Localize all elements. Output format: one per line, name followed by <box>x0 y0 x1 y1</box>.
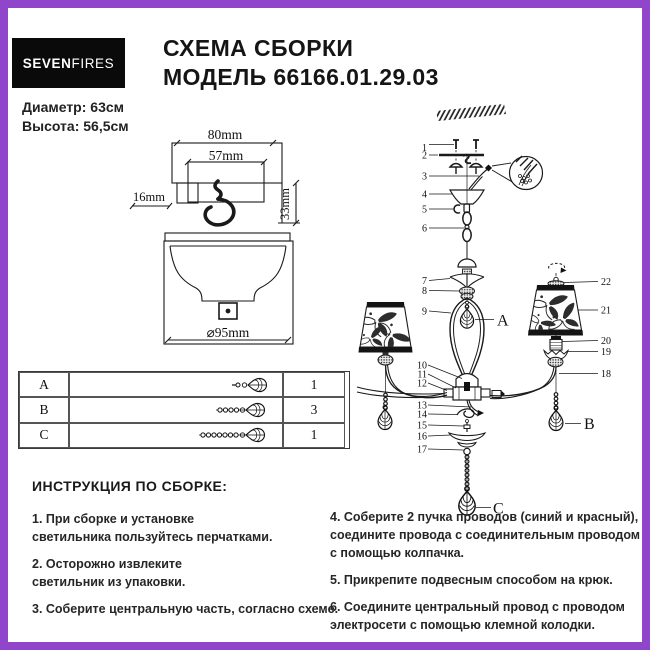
part-label-11: 11 <box>417 370 427 381</box>
parts-table: A 1 B <box>18 371 350 449</box>
leader-lines <box>427 144 599 508</box>
part-qty-c: 1 <box>283 422 345 448</box>
part-label-16: 16 <box>417 432 427 443</box>
crystal-label-a: A <box>497 313 509 330</box>
left-shade <box>358 302 413 366</box>
right-pendant-chain <box>548 367 564 432</box>
part-letter-c: C <box>19 422 69 448</box>
crystal-label-c: C <box>493 501 504 518</box>
spec-diameter: Диаметр: 63см <box>22 99 124 115</box>
dim-mount-outer: 80mm <box>208 127 243 142</box>
part-label-8: 8 <box>422 286 427 297</box>
part-label-13: 13 <box>417 401 427 412</box>
dim-mount-height: 33mm <box>278 188 292 220</box>
ceiling-hook-glyph <box>203 179 236 227</box>
spec-height: Высота: 56,5см <box>22 118 129 134</box>
left-arm <box>356 364 448 399</box>
chain <box>462 211 472 259</box>
part-label-7: 7 <box>422 276 427 287</box>
page-title: СХЕМА СБОРКИ МОДЕЛЬ 66166.01.29.03 <box>163 34 439 92</box>
part-label-20: 20 <box>601 336 611 347</box>
technical-drawings: 80mm 57mm 16mm 33mm <box>129 127 300 345</box>
instructions-heading: ИНСТРУКЦИЯ ПО СБОРКЕ: <box>32 478 228 494</box>
bottom-bowl <box>447 431 487 448</box>
ceiling-hatch <box>436 104 506 121</box>
dim-shade-diameter: ⌀95mm <box>207 325 250 340</box>
mounting-bar <box>439 153 484 165</box>
crystal-label-b: B <box>584 416 595 433</box>
part-letter-b: B <box>19 397 69 423</box>
instruction-step-4: 4. Соберите 2 пучка проводов (синий и кр… <box>330 510 641 560</box>
part-image-c <box>69 422 283 448</box>
crystal-c-chain <box>458 454 476 516</box>
part-label-3: 3 <box>422 172 427 183</box>
right-shade <box>528 262 583 338</box>
part-label-1: 1 <box>422 143 427 154</box>
dim-mount-inner: 57mm <box>209 148 244 163</box>
right-arm <box>489 366 557 400</box>
part-label-6: 6 <box>422 224 427 235</box>
bottom-finial-ball <box>463 447 471 456</box>
brand-logo-seven: SEVEN <box>22 55 72 71</box>
right-knurled-ball <box>547 356 564 368</box>
instruction-step-6: 6. Соедините центральный провод с провод… <box>330 600 625 632</box>
part-label-18: 18 <box>601 369 611 380</box>
part-qty-b: 3 <box>283 397 345 423</box>
part-label-22: 22 <box>601 277 611 288</box>
title-line-1: СХЕМА СБОРКИ <box>163 35 354 61</box>
part-image-a <box>69 372 283 398</box>
wiring-detail-callout <box>491 155 544 191</box>
part-label-19: 19 <box>601 347 611 358</box>
brand-logo-fires: FIRES <box>71 55 115 71</box>
left-pendant-chain <box>377 365 393 431</box>
spring-hook <box>456 408 475 419</box>
chandelier-diagram: 1 2 3 4 5 6 7 8 9 10 11 12 13 14 15 16 1… <box>356 104 611 518</box>
hub-wires <box>466 399 484 417</box>
part-label-10: 10 <box>417 361 427 372</box>
lamp-socket <box>549 336 563 351</box>
part-label-9: 9 <box>422 307 427 318</box>
instruction-step-2: 2. Осторожно извлеките светильник из упа… <box>32 557 186 589</box>
instructions-left-column: 1. При сборке и установке светильника по… <box>32 510 338 627</box>
part-label-4: 4 <box>422 190 427 201</box>
bobeche-saucer <box>449 273 485 289</box>
toggle-anchors <box>448 162 484 174</box>
knurled-nuts <box>459 286 475 301</box>
title-line-2: МОДЕЛЬ 66166.01.29.03 <box>163 64 439 90</box>
dim-mount-offset: 16mm <box>133 190 165 204</box>
part-label-15: 15 <box>417 421 427 432</box>
part-label-2: 2 <box>422 151 427 162</box>
part-letter-a: A <box>19 372 69 398</box>
hanging-wire <box>468 164 493 191</box>
part-label-5: 5 <box>422 205 427 216</box>
part-qty-a: 1 <box>283 372 345 398</box>
part-label-12: 12 <box>417 379 427 390</box>
instruction-step-1: 1. При сборке и установке светильника по… <box>32 512 273 544</box>
part-label-17: 17 <box>417 445 427 456</box>
part-image-b <box>69 397 283 423</box>
part-label-14: 14 <box>417 410 427 421</box>
part-label-21: 21 <box>601 306 611 317</box>
crystal-a <box>459 300 475 329</box>
central-hub <box>443 372 505 401</box>
instructions-right-column: 4. Соберите 2 пучка проводов (синий и кр… <box>330 508 641 642</box>
threaded-rod <box>463 419 471 432</box>
instruction-step-5: 5. Прикрепите подвесным способом на крюк… <box>330 573 613 587</box>
instruction-step-3: 3. Соберите центральную часть, согласно … <box>32 602 339 616</box>
shade-drawing-box <box>163 240 294 345</box>
lamp-specs: Диаметр: 63см Высота: 56,5см <box>22 98 129 136</box>
